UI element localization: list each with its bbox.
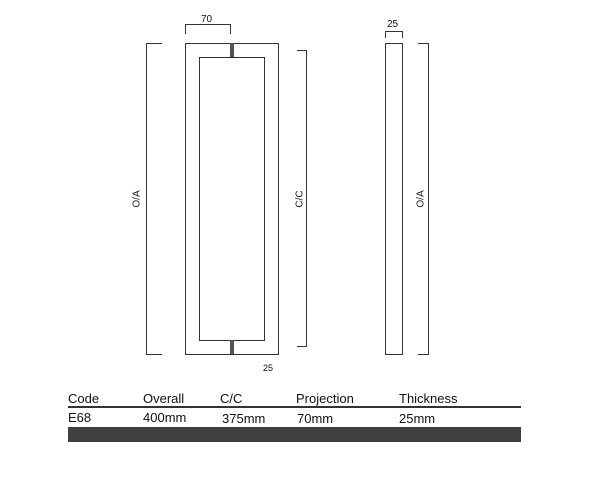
thickness-label: 25 <box>387 19 399 30</box>
width-label: 70 <box>201 14 213 25</box>
header-cc: C/C <box>220 391 243 406</box>
cell-thickness: 25mm <box>399 411 436 426</box>
handle-side-outline <box>385 43 403 355</box>
fixing-bar-bottom <box>230 340 234 354</box>
overall-dimension-front <box>146 43 162 355</box>
overall-label-front: O/A <box>131 190 143 208</box>
header-thickness: Thickness <box>399 391 458 406</box>
cc-dimension <box>297 50 307 347</box>
cell-cc: 375mm <box>222 411 266 426</box>
cell-overall: 400mm <box>143 410 187 425</box>
header-code: Code <box>68 391 100 406</box>
header-overall: Overall <box>143 391 185 406</box>
header-projection: Projection <box>296 391 354 406</box>
fixing-bar-top <box>230 43 234 57</box>
cell-projection: 70mm <box>297 411 334 426</box>
overall-label-side: O/A <box>415 190 427 208</box>
thickness-dimension <box>385 31 403 38</box>
handle-inner-outline <box>199 57 265 341</box>
table-footer-bar <box>68 427 521 442</box>
overall-dimension-side <box>418 43 429 355</box>
width-dimension <box>185 24 231 34</box>
cell-code: E68 <box>68 410 92 425</box>
cc-label: C/C <box>294 190 306 208</box>
bar-label: 25 <box>263 363 274 373</box>
